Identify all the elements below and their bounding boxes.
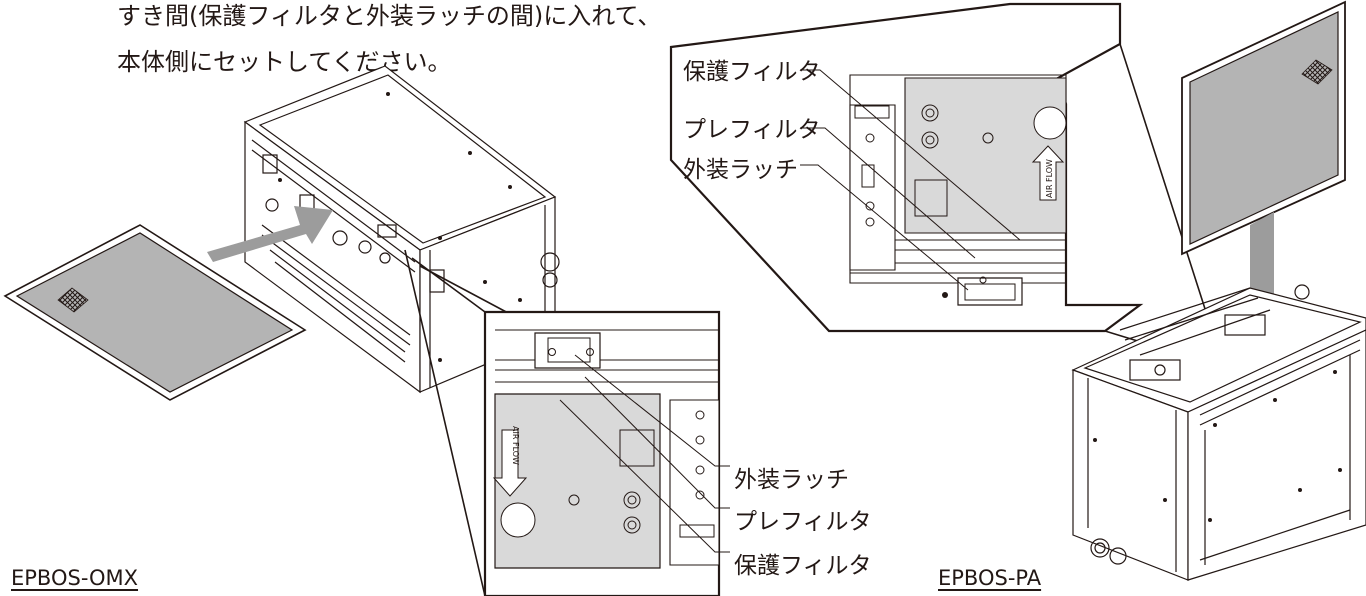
pa-callout-exterior-latch: 外装ラッチ xyxy=(683,157,798,183)
omx-unit-bolts xyxy=(278,92,522,362)
omx-detail-view xyxy=(483,310,730,596)
filter-sheet-left xyxy=(3,224,307,401)
omx-callout-prefilter: プレフィルタ xyxy=(734,509,872,535)
pa-callout-protective-filter: 保護フィルタ xyxy=(683,59,821,85)
insert-arrow-right xyxy=(1236,212,1288,345)
model-label-pa: EPBOS-PA xyxy=(938,566,1042,590)
pa-unit-bolts xyxy=(1093,370,1342,522)
pa-detail-view xyxy=(669,2,1144,333)
instruction-line-1: すき間(保護フィルタと外装ラッチの間)に入れて、 xyxy=(117,2,662,30)
pa-callout-prefilter: プレフィルタ xyxy=(683,117,821,143)
pa-airflow-label: AIR FLOW xyxy=(1044,159,1054,198)
insert-arrow-left xyxy=(207,206,333,262)
omx-callout-protective-filter: 保護フィルタ xyxy=(734,553,872,579)
instruction-line-2: 本体側にセットしてください。 xyxy=(117,48,452,76)
pa-unit-body xyxy=(1071,284,1366,581)
omx-airflow-label: AIR FLOW xyxy=(510,426,520,465)
model-label-omx: EPBOS-OMX xyxy=(11,566,139,590)
filter-sheet-right xyxy=(1181,0,1346,256)
omx-callout-exterior-latch: 外装ラッチ xyxy=(734,467,849,493)
omx-unit-body xyxy=(243,65,560,394)
